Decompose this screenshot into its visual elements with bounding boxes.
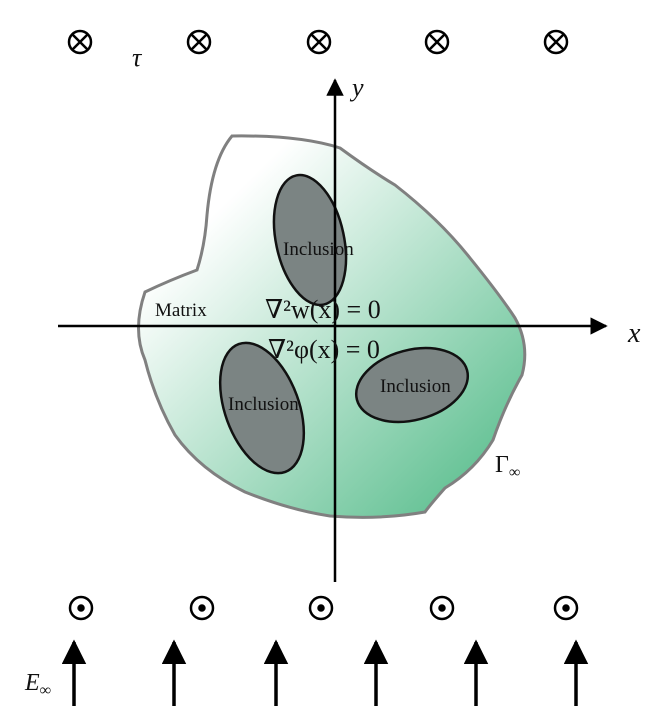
field-into-page-icons: [67, 29, 569, 55]
inclusion-right: [354, 346, 470, 424]
cross-circle-icon: [424, 29, 450, 55]
equation-w: ∇²w(x) = 0: [265, 295, 381, 324]
cross-circle-icon: [67, 29, 93, 55]
cross-circle-icon: [543, 29, 569, 55]
dot-circle-icon: [553, 595, 579, 621]
inclusion-left: [218, 341, 306, 475]
x-axis-label: x: [627, 318, 641, 349]
y-axis-label: y: [349, 73, 364, 102]
inclusion-top-label: Inclusion: [283, 239, 354, 260]
dot-circle-icon: [68, 595, 94, 621]
dot-circle-icon: [308, 595, 334, 621]
cross-circle-icon: [186, 29, 212, 55]
matrix-label: Matrix: [155, 300, 207, 321]
equation-phi: ∇²φ(x) = 0: [268, 335, 380, 364]
electric-field-label: E∞: [24, 670, 51, 699]
electric-field-arrows: [61, 639, 589, 706]
inclusion-top: [272, 173, 348, 307]
inclusion-right-label: Inclusion: [380, 376, 451, 397]
field-out-of-page-icons: [68, 595, 579, 621]
dot-circle-icon: [189, 595, 215, 621]
boundary-label: Γ∞: [495, 452, 520, 481]
dot-circle-icon: [429, 595, 455, 621]
cross-circle-icon: [306, 29, 332, 55]
inclusion-left-label: Inclusion: [228, 394, 299, 415]
tau-label: τ: [132, 43, 143, 72]
